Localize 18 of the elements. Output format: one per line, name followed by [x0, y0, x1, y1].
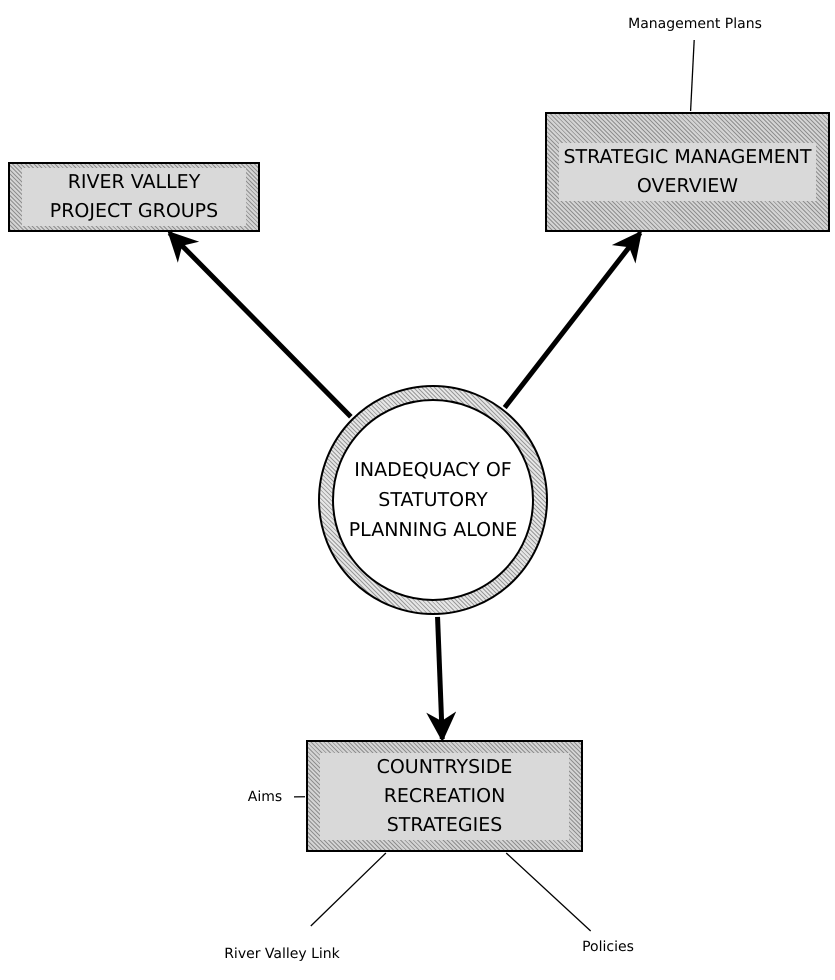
leader-line	[690, 40, 695, 112]
callout-label: Policies	[582, 938, 634, 957]
callout-label: Aims	[248, 788, 282, 807]
arrow	[167, 230, 353, 418]
process-box	[545, 112, 830, 232]
node-text: STRATEGIC MANAGEMENT OVERVIEW	[559, 143, 816, 201]
arrow	[502, 230, 642, 410]
node-text: RIVER VALLEY PROJECT GROUPS	[22, 168, 246, 226]
process-box	[306, 740, 583, 852]
leader-line	[310, 852, 386, 926]
node-text: COUNTRYSIDE RECREATION STRATEGIES	[320, 752, 569, 840]
leader-line	[294, 796, 305, 798]
leader-line	[506, 852, 592, 932]
node-text: INADEQUACY OF STATUTORY PLANNING ALONE	[348, 458, 518, 543]
callout-label: Management Plans	[628, 15, 762, 34]
callout-label: River Valley Link	[224, 945, 340, 964]
arrow	[426, 616, 456, 742]
process-box	[8, 162, 260, 232]
